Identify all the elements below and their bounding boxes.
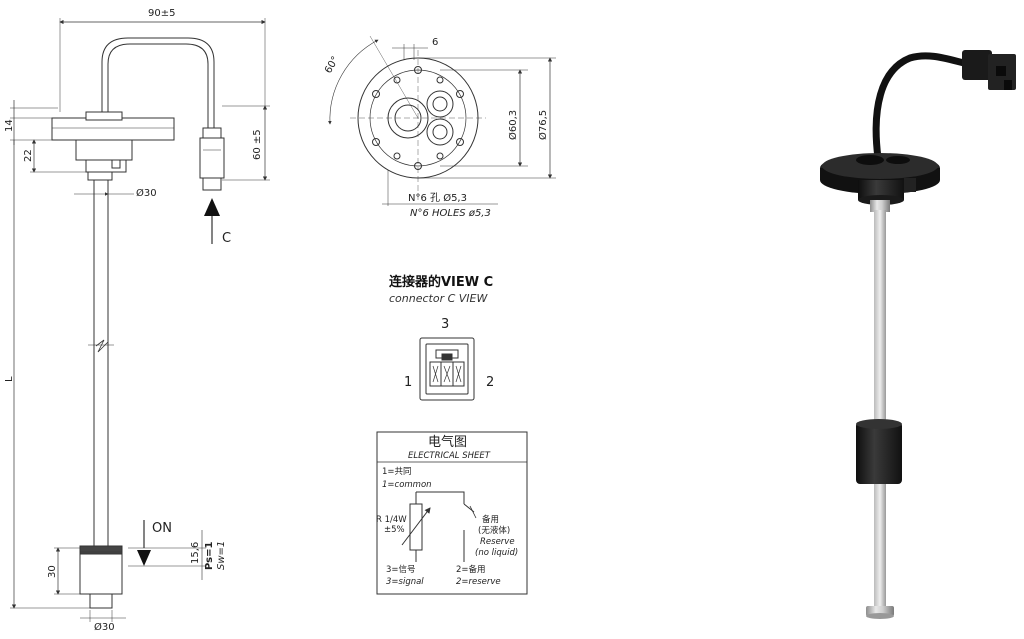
- switch-arrow-icon: [137, 550, 151, 566]
- dim-slot: 6: [432, 37, 438, 48]
- dim-pcd: Ø60,3: [507, 110, 519, 140]
- connector-title-cn: 连接器的VIEW C: [389, 274, 493, 290]
- electrical-title-en: ELECTRICAL SHEET: [408, 451, 491, 461]
- pin3-cn: 3=信号: [386, 564, 416, 575]
- reserve-en: Reserve: [480, 537, 515, 547]
- reserve-en2: (no liquid): [475, 548, 518, 558]
- resistor-tol: ±5%: [384, 525, 405, 535]
- dim-length: L: [4, 376, 15, 382]
- connector-face-icon: [419, 337, 475, 401]
- view-c-label: C: [222, 231, 231, 246]
- pin-1-label: 1: [404, 375, 412, 390]
- dim-outer: Ø76,5: [537, 110, 549, 140]
- dim-switch-offset: 15,6: [190, 542, 201, 564]
- pin3-en: 3=signal: [386, 577, 424, 587]
- pin-2-label: 2: [486, 375, 494, 390]
- dim-float-height: 30: [47, 565, 58, 578]
- pin2-en: 2=reserve: [456, 577, 501, 587]
- reserve-cn: 备用: [482, 514, 499, 525]
- switch-on-label: ON: [152, 521, 172, 536]
- pin-3-label: 3: [441, 317, 449, 332]
- connector-view: 连接器的VIEW C connector C VIEW 3 1 2: [389, 274, 494, 401]
- pin1-en: 1=common: [382, 480, 432, 490]
- dim-float-diameter: Ø30: [94, 621, 115, 633]
- product-photo: [820, 50, 1016, 619]
- dim-angle: 60°: [323, 55, 341, 76]
- holes-label-en: N°6 HOLES ø5,3: [410, 208, 491, 219]
- pin1-cn: 1=共同: [382, 467, 412, 477]
- connector-title-en: connector C VIEW: [389, 292, 488, 305]
- dim-tube-diameter: Ø30: [136, 187, 157, 199]
- electrical-title-cn: 电气图: [428, 434, 467, 450]
- dim-connector-offset: 60 ±5: [252, 129, 263, 160]
- reserve-cn2: (无液体): [478, 525, 510, 536]
- electrical-sheet: 电气图 ELECTRICAL SHEET 1=共同 1=common R 1/4…: [376, 431, 528, 595]
- pin2-cn: 2=备用: [456, 564, 486, 575]
- dim-flange-thickness: 14: [4, 119, 15, 132]
- dim-width: 90±5: [148, 8, 175, 19]
- ps-label: Ps=1: [204, 542, 215, 570]
- sw-label: Sw=1: [216, 541, 227, 570]
- resistor-label: R 1/4W: [376, 515, 407, 525]
- holes-label-cn: N°6 孔 Ø5,3: [408, 192, 467, 204]
- side-view: 90±5 C 60 ±5 14 22: [4, 8, 270, 633]
- top-view: 60° 6 Ø60,3 Ø76,5 N°6 孔 Ø5,3 N°6 HOLES ø…: [323, 35, 556, 219]
- dim-flange-height: 22: [23, 149, 34, 162]
- view-arrow-icon: [204, 198, 220, 216]
